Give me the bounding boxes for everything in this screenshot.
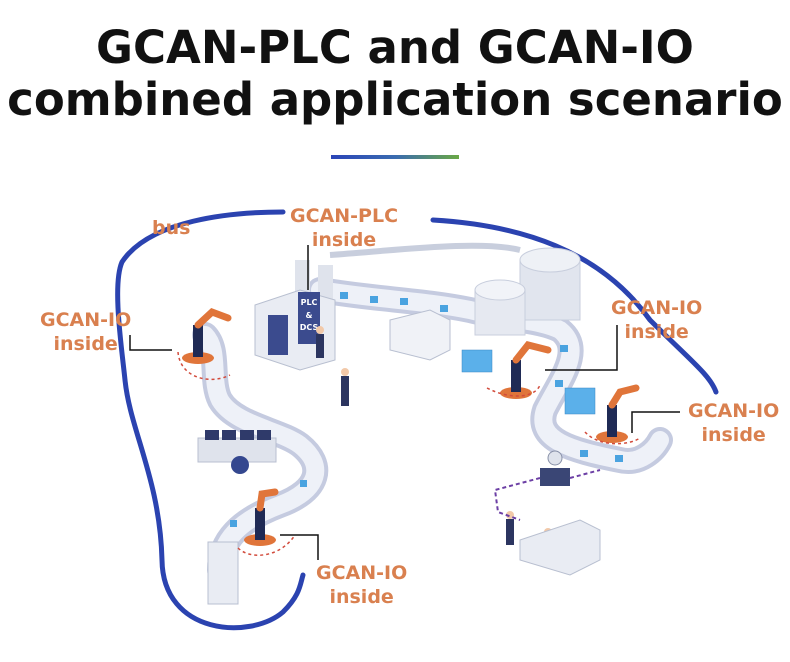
storage-tanks [329, 242, 581, 336]
gcan-io-left-label-line2: inside [53, 333, 118, 355]
gcan-io-right-label: GCAN-IO inside [688, 399, 779, 447]
gcan-plc-label-line2: inside [311, 229, 377, 251]
gcan-io-bottom-label-line1: GCAN-IO [316, 562, 408, 584]
title-line-2: combined application scenario [7, 73, 783, 126]
gcan-io-bottom-label: GCAN-IO inside [316, 561, 407, 609]
gcan-io-right-top-label: GCAN-IO inside [611, 296, 702, 344]
leader-lines [129, 245, 680, 560]
gcan-io-left-label: GCAN-IO inside [40, 308, 131, 356]
gcan-io-right-top-label-line1: GCAN-IO [611, 297, 703, 319]
gcan-plc-label-line1: GCAN-PLC [290, 205, 399, 227]
control-desk [197, 430, 277, 474]
title-line-1: GCAN-PLC and GCAN-IO [96, 21, 694, 74]
gcan-io-left-label-line1: GCAN-IO [40, 309, 132, 331]
bus-label-text: bus [152, 217, 191, 239]
robot-cell-zones [177, 351, 641, 556]
svg-text:&: & [306, 311, 313, 320]
gcan-io-right-label-line1: GCAN-IO [688, 400, 780, 422]
title-divider [331, 155, 459, 159]
bus-line [115, 209, 306, 631]
gcan-io-right-label-line2: inside [701, 424, 766, 446]
svg-text:DCS: DCS [300, 323, 319, 332]
sorting-machine [207, 519, 601, 605]
bus-label: bus [152, 216, 190, 240]
agv-robot [540, 450, 570, 486]
conveyor-boxes [230, 292, 623, 527]
gcan-plc-label: GCAN-PLC inside [290, 204, 398, 252]
svg-text:PLC: PLC [301, 298, 318, 307]
box-pallets [461, 349, 596, 415]
agv-path [493, 469, 601, 521]
gcan-io-bottom-label-line2: inside [329, 586, 394, 608]
gcan-io-right-top-label-line2: inside [624, 321, 689, 343]
bus-line-right [430, 217, 719, 395]
small-building [389, 309, 451, 361]
plc-cabinet: PLC & DCS [254, 260, 336, 371]
page-title: GCAN-PLC and GCAN-IO combined applicatio… [0, 22, 790, 126]
